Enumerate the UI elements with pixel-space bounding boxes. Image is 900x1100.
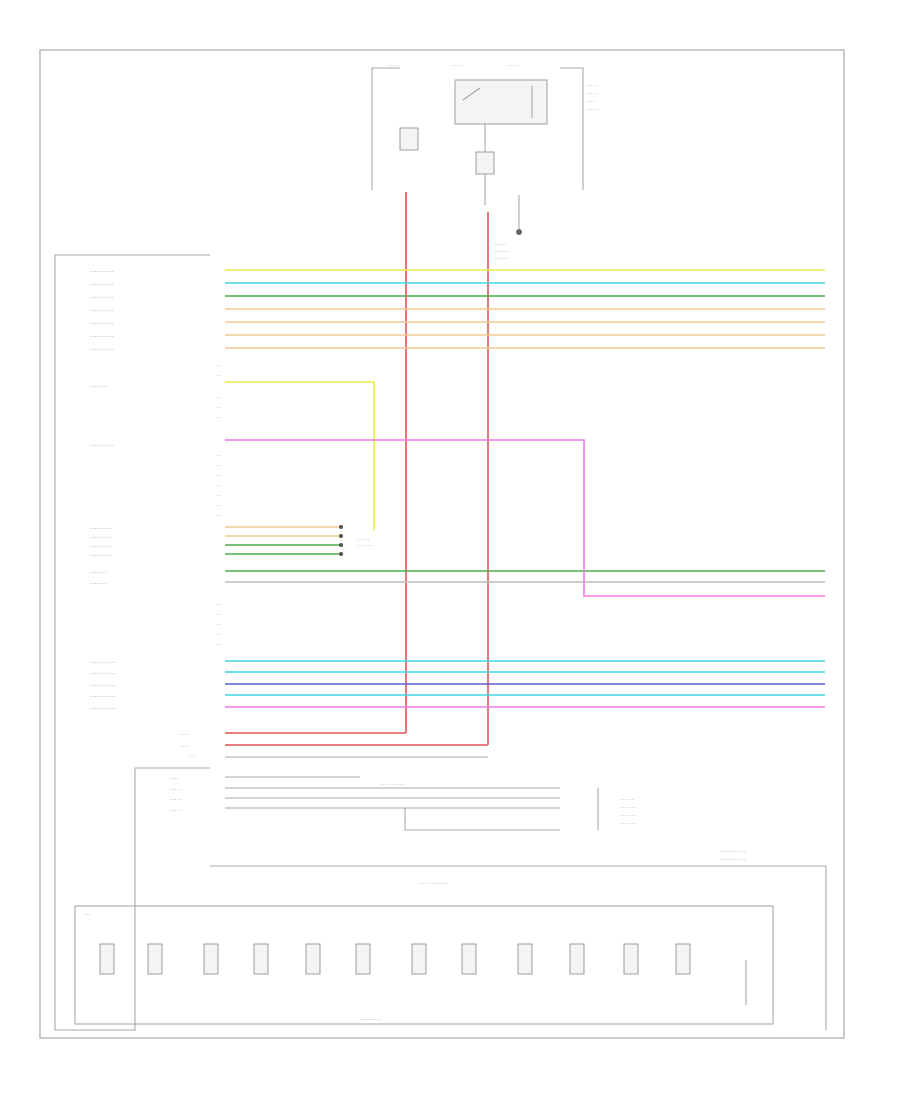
svg-text:- -: - -: [217, 394, 221, 399]
svg-text:- - - - -: - - - - -: [586, 82, 598, 87]
svg-text:- -: - -: [217, 631, 221, 636]
svg-text:- - - - -: - - - - -: [452, 62, 464, 67]
pin-numbers: - - - - - - - - - - - - - - - - - - - - …: [217, 362, 221, 646]
svg-text:- - - - - - - - - -: - - - - - - - - - -: [90, 333, 114, 338]
svg-text:- - - - - - - - - - -: - - - - - - - - - - -: [90, 670, 116, 675]
harness-wires: [225, 269, 825, 708]
svg-text:- - - - - - - - - -: - - - - - - - - - -: [90, 281, 114, 286]
svg-text:- -: - -: [217, 502, 221, 507]
svg-text:- -: - -: [217, 641, 221, 646]
svg-text:- - - - -: - - - - -: [170, 796, 182, 801]
svg-text:- -: - -: [217, 462, 221, 467]
svg-text:- - - - - - - - -: - - - - - - - - -: [360, 1016, 382, 1021]
svg-text:- - - - - - - - - -: - - - - - - - - - -: [90, 442, 114, 447]
svg-text:- -: - -: [217, 512, 221, 517]
svg-text:- - - - - - - - - -: - - - - - - - - - -: [90, 346, 114, 351]
svg-text:- - - - - - - - - - -: - - - - - - - - - - -: [380, 781, 406, 786]
svg-text:- -: - -: [217, 492, 221, 497]
svg-text:- - - - - - - - -: - - - - - - - - -: [90, 525, 112, 530]
svg-text:- - - - - - - - - - -: - - - - - - - - - - -: [90, 693, 116, 698]
svg-text:- - - -: - - - -: [170, 775, 179, 780]
svg-text:- - - - - - - - - - -: - - - - - - - - - - -: [720, 856, 746, 861]
svg-text:- - - - - - - - - - -: - - - - - - - - - - -: [90, 659, 116, 664]
svg-text:- -: - -: [217, 482, 221, 487]
svg-text:- - - - - - - - - - -: - - - - - - - - - - -: [90, 682, 116, 687]
svg-text:- - - - - - - - -: - - - - - - - - -: [90, 534, 112, 539]
svg-text:- - - - - - -: - - - - - - -: [620, 804, 637, 809]
svg-text:- - - - - - - - - - -: - - - - - - - - - - -: [720, 848, 746, 853]
svg-text:- - - - - -: - - - - - -: [586, 106, 600, 111]
svg-text:- - - - - - -: - - - - - - -: [90, 569, 107, 574]
svg-text:- -: - -: [217, 621, 221, 626]
svg-text:- - - - - -: - - - - - -: [620, 796, 634, 801]
svg-text:- - - -: - - - -: [586, 98, 595, 103]
svg-text:- -: - -: [217, 372, 221, 377]
svg-text:- - - - - - - -: - - - - - - - -: [90, 383, 109, 388]
valve-block: - - - - - - - - - - - -: [74, 905, 774, 1025]
svg-text:- -: - -: [217, 404, 221, 409]
svg-text:- - - - - - - - -: - - - - - - - - -: [90, 552, 112, 557]
svg-text:- - - - - -: - - - - - -: [358, 542, 372, 547]
svg-text:- - - - - - -: - - - - - - -: [620, 812, 637, 817]
svg-text:- -: - -: [217, 414, 221, 419]
lower-io-lines: - - - - - - - - - - - - - - - - - - - - …: [225, 756, 637, 831]
svg-text:- - - -: - - - -: [180, 743, 189, 748]
module-boundary: [54, 254, 210, 1031]
svg-text:- - - - - - - - - -: - - - - - - - - - -: [90, 307, 114, 312]
svg-text:- - - - -: - - - - -: [170, 807, 182, 812]
svg-text:- - - - - -: - - - - - -: [495, 248, 509, 253]
svg-text:- - - - -: - - - - -: [358, 536, 370, 541]
svg-text:- - - - -: - - - - -: [508, 62, 520, 67]
pink-signal-wire: [225, 439, 825, 597]
svg-text:- - -: - - -: [84, 911, 91, 916]
svg-text:- - - - - -: - - - - - -: [495, 255, 509, 260]
yellow-sensor-wire: [225, 381, 375, 530]
svg-text:- - - - - - -: - - - - - - -: [90, 580, 107, 585]
svg-text:- -: - -: [217, 472, 221, 477]
svg-text:- - - - - - -: - - - - - - -: [620, 820, 637, 825]
svg-text:- -: - -: [190, 753, 194, 758]
top-relay-block: - - - - - - - - - - - - - - - - - - - - …: [371, 62, 600, 260]
sensor-supply-wires: - - - - - - - - - - -: [225, 525, 372, 556]
svg-text:- -: - -: [217, 601, 221, 606]
svg-text:- -: - -: [217, 362, 221, 367]
svg-text:- - - - - - - - - -: - - - - - - - - - -: [90, 320, 114, 325]
svg-text:- - - - - - - - -: - - - - - - - - -: [90, 543, 112, 548]
diagram-frame: [39, 49, 845, 1039]
svg-text:- - - - -: - - - - -: [495, 241, 507, 246]
svg-text:- -: - -: [217, 611, 221, 616]
svg-text:- - - - - - - - - - -: - - - - - - - - - - -: [90, 705, 116, 710]
svg-text:- - - - - - - - - -: - - - - - - - - - -: [90, 294, 114, 299]
svg-text:- - - -: - - - -: [180, 731, 189, 736]
svg-text:- - - - - - - - - - - -: - - - - - - - - - - - -: [420, 880, 449, 885]
harness-notes: - - - - - - - - - - - - - - - - - - - - …: [210, 848, 827, 1030]
svg-text:- - - - -: - - - - -: [170, 786, 182, 791]
svg-text:- - - - -: - - - - -: [586, 90, 598, 95]
svg-text:- -: - -: [217, 452, 221, 457]
module-pin-labels: - - - - - - - - - - - - - - - - - - - - …: [90, 268, 194, 812]
svg-text:- - - - -: - - - - -: [388, 62, 400, 67]
svg-text:- - - - - - - - - -: - - - - - - - - - -: [90, 268, 114, 273]
